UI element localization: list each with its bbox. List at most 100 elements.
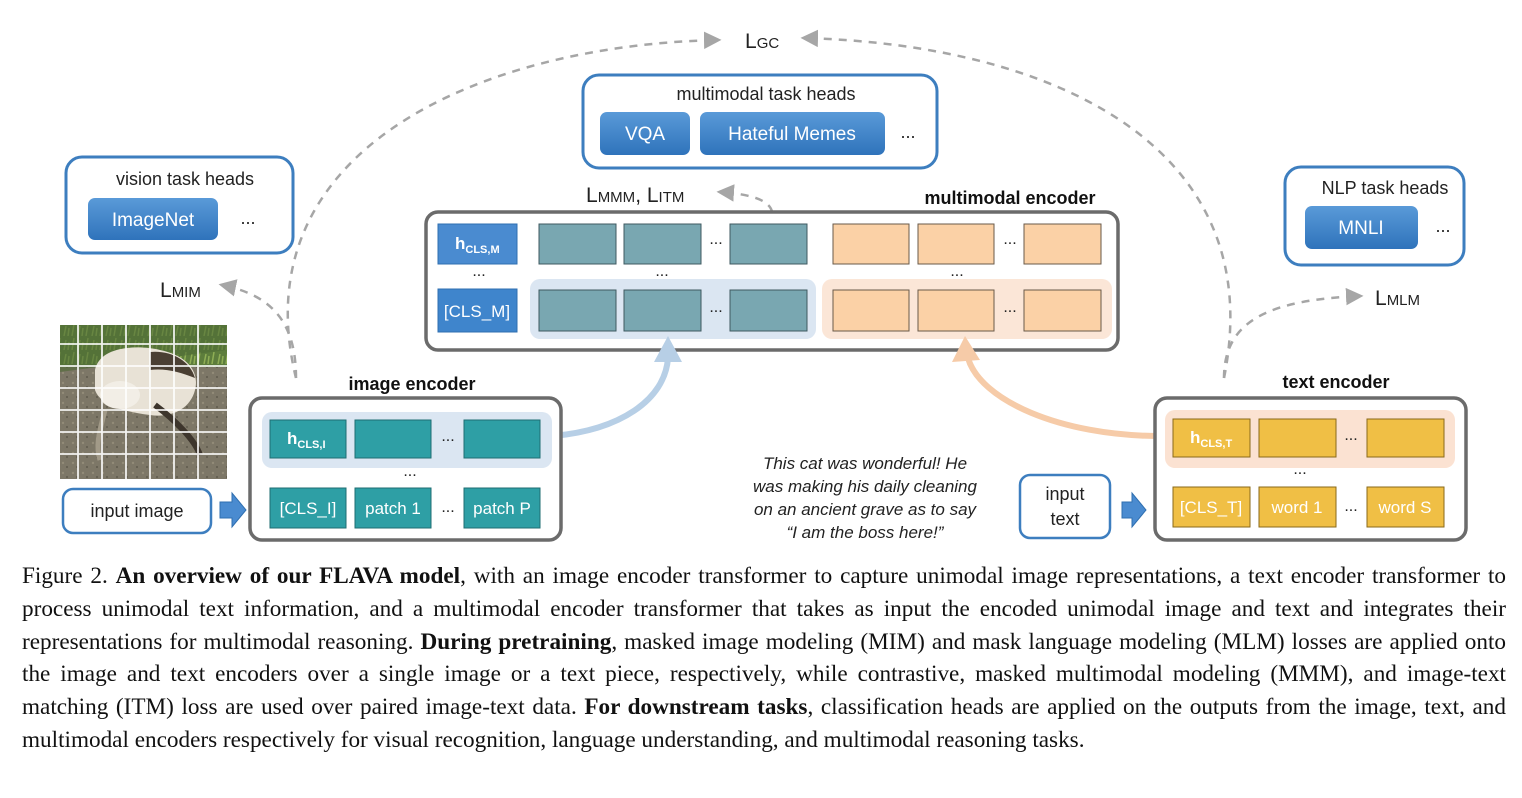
image-to-multimodal-arrowhead bbox=[654, 336, 682, 362]
flava-diagram: LGC LMIM LMLM LMMM, LITM multimodal task… bbox=[60, 29, 1468, 542]
mnli-head-label: MNLI bbox=[1338, 218, 1383, 239]
image-encoder-vdots: ... bbox=[403, 463, 416, 480]
mm-image-token-in-p bbox=[729, 289, 808, 332]
loss-mim: LMIM bbox=[160, 279, 201, 302]
mm-text-token-in-s bbox=[1023, 289, 1102, 332]
mm-image-token-out-2 bbox=[623, 223, 702, 265]
text-encoder-vdots: ... bbox=[1293, 461, 1306, 478]
loss-gc: LGC bbox=[745, 30, 779, 53]
hateful-memes-head-button bbox=[700, 112, 885, 155]
vision-heads-ellipsis: ... bbox=[240, 208, 255, 228]
image-in-ellipsis: ... bbox=[441, 499, 454, 516]
input-text-box bbox=[1018, 473, 1112, 540]
mm-vdots-cls: ... bbox=[472, 263, 485, 280]
caption-text-1: , with an image encoder transformer to c… bbox=[22, 563, 1506, 655]
word-s-token bbox=[1366, 486, 1445, 528]
imagenet-head-label: ImageNet bbox=[112, 210, 195, 231]
word-1-label: word 1 bbox=[1270, 498, 1322, 517]
h-cls-t-token bbox=[1172, 418, 1251, 458]
mm-image-token-out-p bbox=[729, 223, 808, 265]
h-cls-i-label: hCLS,I bbox=[287, 429, 326, 451]
nlp-heads-ellipsis: ... bbox=[1435, 216, 1450, 236]
input-image-photo bbox=[60, 325, 227, 479]
sample-text-line-1: This cat was wonderful! He bbox=[763, 454, 967, 473]
text-token-out-1 bbox=[1258, 418, 1337, 458]
mm-image-token-out-1 bbox=[538, 223, 617, 265]
mm-image-out-ellipsis: ... bbox=[709, 231, 722, 248]
sample-text-line-2: was making his daily cleaning bbox=[753, 477, 977, 496]
input-text-label-line-1: input bbox=[1045, 484, 1084, 504]
sample-text-line-4: “I am the boss here!” bbox=[787, 523, 945, 542]
cls-i-token bbox=[269, 487, 347, 529]
image-out-ellipsis: ... bbox=[441, 428, 454, 445]
caption-prefix: Figure 2. bbox=[22, 563, 116, 589]
patch-1-label: patch 1 bbox=[365, 499, 421, 518]
multimodal-heads-ellipsis: ... bbox=[900, 122, 915, 142]
h-cls-t-label: hCLS,T bbox=[1190, 428, 1232, 450]
patch-p-token bbox=[463, 487, 541, 529]
image-token-out-1 bbox=[354, 419, 432, 459]
h-cls-m-label: hCLS,M bbox=[455, 234, 500, 256]
input-image-label: input image bbox=[90, 501, 183, 521]
hateful-memes-head-label: Hateful Memes bbox=[728, 124, 856, 145]
figure-caption: Figure 2. An overview of our FLAVA model… bbox=[22, 560, 1506, 757]
caption-text-2: , masked image modeling (MIM) and mask l… bbox=[22, 628, 1506, 721]
multimodal-heads-title: multimodal task heads bbox=[676, 84, 855, 104]
cls-i-label: [CLS_I] bbox=[280, 499, 337, 518]
image-token-out-p bbox=[463, 419, 541, 459]
image-encoder-title: image encoder bbox=[348, 374, 475, 394]
image-encoder: image encoder hCLS,I ... ... [CLS_I] pat… bbox=[248, 374, 563, 542]
text-encoder-title: text encoder bbox=[1282, 372, 1389, 392]
text-in-ellipsis: ... bbox=[1344, 498, 1357, 515]
text-encoder: text encoder hCLS,T ... ... [CLS_T] word… bbox=[1153, 372, 1468, 542]
mm-image-in-ellipsis: ... bbox=[709, 299, 722, 316]
text-to-multimodal-arrowhead bbox=[952, 336, 980, 362]
sample-text: This cat was wonderful! He was making hi… bbox=[753, 454, 978, 542]
nlp-task-heads: NLP task heads MNLI ... bbox=[1283, 165, 1466, 267]
cls-m-label: [CLS_M] bbox=[444, 302, 510, 321]
mm-text-out-ellipsis: ... bbox=[1003, 231, 1016, 248]
word-s-label: word S bbox=[1378, 498, 1432, 517]
vision-task-heads: vision task heads ImageNet ... bbox=[64, 155, 295, 255]
vqa-head-button bbox=[600, 112, 690, 155]
loss-mlm: LMLM bbox=[1375, 287, 1420, 310]
mm-text-token-out-2 bbox=[917, 223, 995, 265]
caption-bold-overview: An overview of our FLAVA model bbox=[115, 563, 461, 589]
caption-bold-pretraining: During pretraining bbox=[420, 628, 612, 655]
caption-text-3: , classification heads are applied on th… bbox=[22, 694, 1506, 753]
patch-p-label: patch P bbox=[473, 499, 531, 518]
multimodal-encoder-title: multimodal encoder bbox=[924, 188, 1095, 208]
text-token-out-s bbox=[1366, 418, 1445, 458]
multimodal-task-heads: multimodal task heads VQA Hateful Memes … bbox=[581, 73, 939, 170]
cls-t-token bbox=[1172, 486, 1251, 528]
input-text-label-line-2: text bbox=[1050, 509, 1079, 529]
loss-mmm-itm: LMMM, LITM bbox=[586, 184, 684, 207]
word-1-token bbox=[1258, 486, 1337, 528]
gc-arrow-left bbox=[286, 31, 722, 379]
vision-heads-title: vision task heads bbox=[116, 169, 254, 189]
cls-m-token bbox=[437, 288, 518, 333]
text-to-multimodal-arrow bbox=[965, 357, 1161, 439]
gc-arrow-right bbox=[800, 29, 1232, 379]
input-text-arrow bbox=[1121, 491, 1147, 529]
mm-text-in-ellipsis: ... bbox=[1003, 299, 1016, 316]
cls-t-label: [CLS_T] bbox=[1180, 498, 1242, 517]
vqa-head-label: VQA bbox=[625, 124, 665, 145]
mm-image-token-in-1 bbox=[538, 289, 617, 332]
mm-text-token-out-1 bbox=[832, 223, 910, 265]
mlm-arrow bbox=[1222, 287, 1364, 379]
caption-bold-downstream: For downstream tasks bbox=[584, 694, 808, 721]
mm-vdots-text: ... bbox=[950, 263, 963, 280]
imagenet-head-button bbox=[88, 198, 218, 240]
mm-image-token-in-2 bbox=[623, 289, 702, 332]
mmm-itm-arrow bbox=[716, 184, 774, 213]
patch-1-token bbox=[354, 487, 432, 529]
mm-text-token-out-s bbox=[1023, 223, 1102, 265]
sample-text-line-3: on an ancient grave as to say bbox=[754, 500, 978, 519]
h-cls-m-token bbox=[437, 223, 518, 265]
mnli-head-button bbox=[1305, 206, 1418, 249]
image-to-multimodal-arrow bbox=[552, 357, 671, 439]
mm-vdots-image: ... bbox=[655, 263, 668, 280]
input-image-box bbox=[61, 487, 213, 535]
multimodal-encoder: multimodal encoder hCLS,M [CLS_M] ... ..… bbox=[424, 188, 1120, 352]
